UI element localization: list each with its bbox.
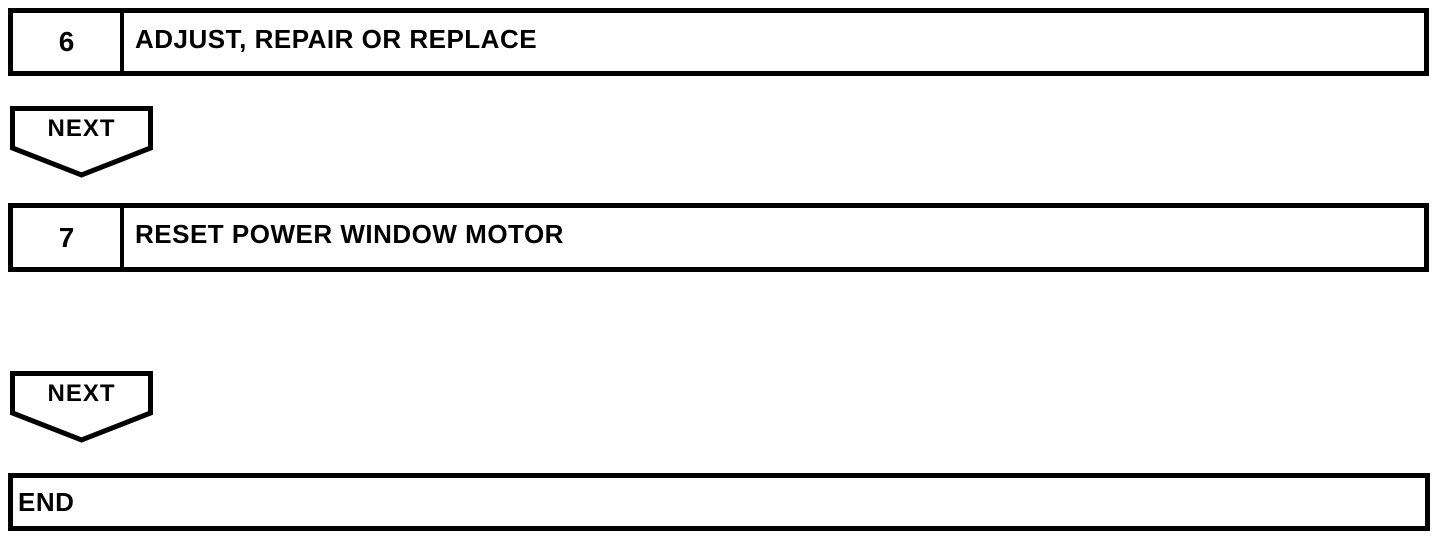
next-connector-label: NEXT [47, 380, 116, 407]
pentagon-down-icon [10, 106, 153, 178]
next-connector: NEXT [10, 371, 153, 443]
pentagon-down-icon [10, 371, 153, 443]
step-box-7: 7 RESET POWER WINDOW MOTOR [8, 203, 1429, 272]
step-number: 7 [13, 208, 124, 267]
end-label: END [18, 486, 75, 517]
step-label: RESET POWER WINDOW MOTOR [135, 219, 564, 249]
next-connector-label: NEXT [47, 115, 116, 142]
step-box-6: 6 ADJUST, REPAIR OR REPLACE [8, 8, 1429, 76]
step-number: 6 [13, 13, 124, 71]
next-connector: NEXT [10, 106, 153, 178]
end-box: END [8, 473, 1430, 531]
step-label: ADJUST, REPAIR OR REPLACE [135, 23, 538, 54]
